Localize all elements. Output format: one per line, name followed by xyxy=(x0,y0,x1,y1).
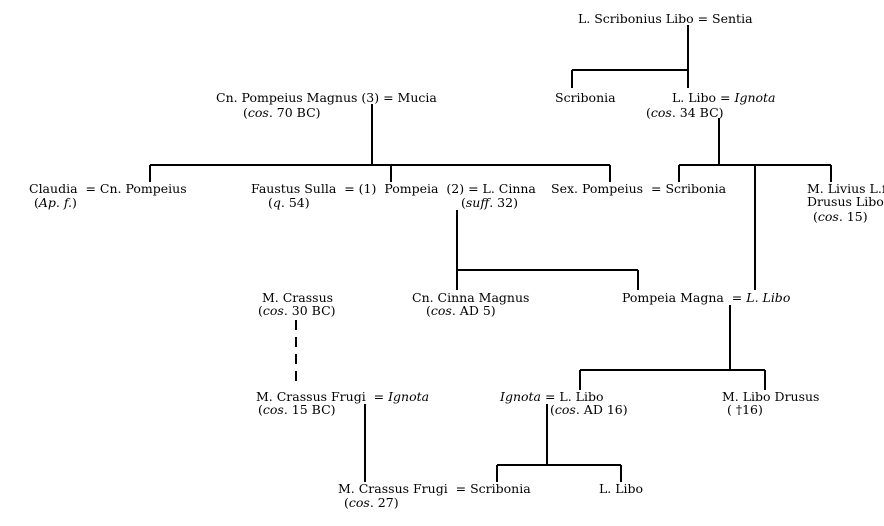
person-office: (cos. 34 BC) xyxy=(646,105,724,120)
person-label: M. Crassus Frugi = Scribonia xyxy=(338,481,531,496)
person-faustus-pompeia-cinna: Faustus Sulla = (1) Pompeia (2) = L. Cin… xyxy=(251,181,536,210)
person-cinna-magnus: Cn. Cinna Magnus (cos. AD 5) xyxy=(412,290,529,318)
person-ignota-libo: Ignota = L. Libo (cos. AD 16) xyxy=(499,389,628,417)
person-label: L. Libo xyxy=(599,481,643,496)
person-label: M. Crassus xyxy=(262,290,333,305)
person-label: Cn. Pompeius Magnus (3) = Mucia xyxy=(216,90,437,105)
person-office: (cos. 30 BC) xyxy=(258,303,336,318)
person-sex-pompeius: Sex. Pompeius = Scribonia xyxy=(551,181,727,196)
person-label: Faustus Sulla = (1) Pompeia (2) = L. Cin… xyxy=(251,181,536,196)
person-label: Sex. Pompeius = Scribonia xyxy=(551,181,727,196)
connector-lines xyxy=(149,25,832,482)
person-libo-sentia: L. Scribonius Libo = Sentia xyxy=(578,11,753,26)
person-office: (cos. 15) xyxy=(813,209,868,224)
person-office: (cos. AD 16) xyxy=(550,402,628,417)
person-office: (cos. 27) xyxy=(344,495,399,510)
person-label: L. Scribonius Libo = Sentia xyxy=(578,11,753,26)
person-l-libo-child: L. Libo xyxy=(599,481,643,496)
person-label: Drusus Libo xyxy=(807,194,884,209)
person-crassus: M. Crassus (cos. 30 BC) xyxy=(258,290,336,318)
person-crassus-frugi-ignota: M. Crassus Frugi = Ignota (cos. 15 BC) xyxy=(256,389,429,417)
person-pompeius-mucia: Cn. Pompeius Magnus (3) = Mucia (cos. 70… xyxy=(216,90,437,120)
person-label: Scribonia xyxy=(555,90,616,105)
person-scribonia: Scribonia xyxy=(555,90,616,105)
person-livius-drusus: M. Livius L.f. Drusus Libo (cos. 15) xyxy=(807,181,884,224)
person-office: (cos. 70 BC) xyxy=(243,105,321,120)
person-label: Ignota = L. Libo xyxy=(499,389,604,404)
person-office: ( †16) xyxy=(727,402,763,417)
person-label: L. Libo = Ignota xyxy=(672,90,776,105)
person-libo-drusus: M. Libo Drusus ( †16) xyxy=(722,389,819,417)
person-office: (cos. AD 5) xyxy=(426,303,496,318)
person-label: M. Livius L.f. xyxy=(807,181,884,196)
person-claudia-pompeius: Claudia = Cn. Pompeius (Ap. f.) xyxy=(29,181,187,210)
person-label: Claudia = Cn. Pompeius xyxy=(29,181,187,196)
person-label: M. Crassus Frugi = Ignota xyxy=(256,389,429,404)
person-libo-ignota: L. Libo = Ignota (cos. 34 BC) xyxy=(646,90,776,120)
person-office: (cos. 15 BC) xyxy=(258,402,336,417)
person-label: M. Libo Drusus xyxy=(722,389,819,404)
person-office: (suff. 32) xyxy=(461,195,518,210)
person-office: (Ap. f.) xyxy=(34,195,77,210)
person-pompeia-magna: Pompeia Magna = L. Libo xyxy=(622,290,790,305)
person-crassus-frugi-scribonia: M. Crassus Frugi = Scribonia (cos. 27) xyxy=(338,481,531,510)
person-office: (q. 54) xyxy=(268,195,310,210)
person-label: Pompeia Magna = L. Libo xyxy=(622,290,790,305)
person-label: Cn. Cinna Magnus xyxy=(412,290,529,305)
